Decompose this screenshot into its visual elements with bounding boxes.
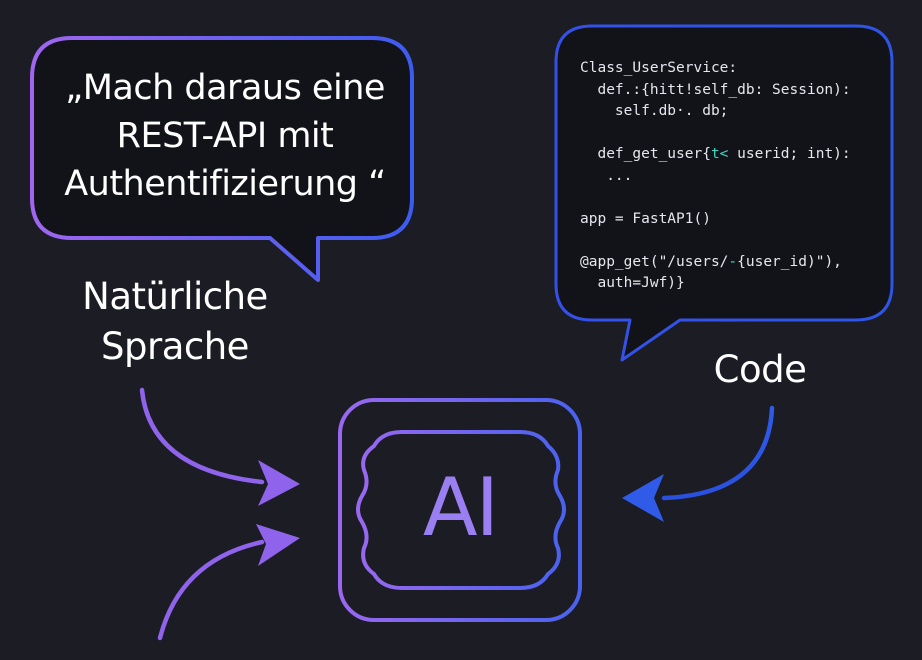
code-line: def_get_user{t< userid; int):	[580, 144, 880, 166]
quote-line-2: REST-API mit	[116, 116, 334, 156]
code-line-text: @app_get("/users/	[580, 253, 729, 270]
natural-language-label: Natürliche Sprache	[40, 272, 310, 372]
arrowhead-lower-left	[256, 524, 300, 566]
code-line: @app_get("/users/-{user_id)"),	[580, 252, 880, 274]
code-line: def.:{hitt!self_db: Session):	[580, 80, 880, 102]
ai-outer-box	[338, 398, 582, 622]
code-line	[580, 187, 880, 209]
ai-badge-text: AI	[422, 461, 499, 554]
code-line-text: userid; int):	[728, 146, 851, 162]
code-line: auth=Jwf)}	[580, 273, 880, 295]
arrow-lower-left	[157, 539, 265, 641]
code-line	[580, 230, 880, 252]
code-line-text: self.db·. db;	[580, 103, 729, 119]
arrow-natural-language	[139, 387, 265, 485]
code-line-text: def_get_user{	[580, 146, 711, 162]
code-line-text: ...	[580, 167, 633, 184]
code-line-text: Class_UserService:	[580, 60, 738, 76]
quote-line-1: „Mach daraus eine	[65, 68, 385, 108]
code-line-text: app = FastAP1()	[580, 210, 711, 227]
code-line-text: auth=Jwf)}	[580, 275, 685, 291]
arrowhead-natural-language	[258, 460, 300, 506]
quote-line-3: Authentifizierung “	[64, 164, 386, 204]
code-line: ...	[580, 166, 880, 188]
code-speech-bubble	[554, 24, 894, 362]
ai-inner-badge	[356, 430, 566, 590]
code-line: self.db·. db;	[580, 101, 880, 123]
quote-text: „Mach daraus eine REST-API mit Authentif…	[30, 64, 420, 208]
code-line: Class_UserService:	[580, 58, 880, 80]
code-line-text: def.:{hitt!self_db: Session):	[580, 81, 851, 98]
arrow-code	[661, 405, 775, 501]
natural-language-label-line-1: Natürliche	[82, 275, 268, 318]
quote-speech-bubble	[30, 36, 414, 282]
code-label: Code	[713, 348, 807, 391]
natural-language-label-line-2: Sprache	[101, 325, 249, 368]
code-line-text: {user_id)"),	[737, 253, 842, 270]
code-line: app = FastAP1()	[580, 209, 880, 231]
code-line	[580, 123, 880, 145]
code-line-accent: -	[728, 253, 738, 270]
code-snippet: Class_UserService: def.:{hitt!self_db: S…	[580, 58, 880, 295]
code-line-accent: t<	[710, 146, 729, 162]
arrowhead-code	[622, 474, 664, 522]
